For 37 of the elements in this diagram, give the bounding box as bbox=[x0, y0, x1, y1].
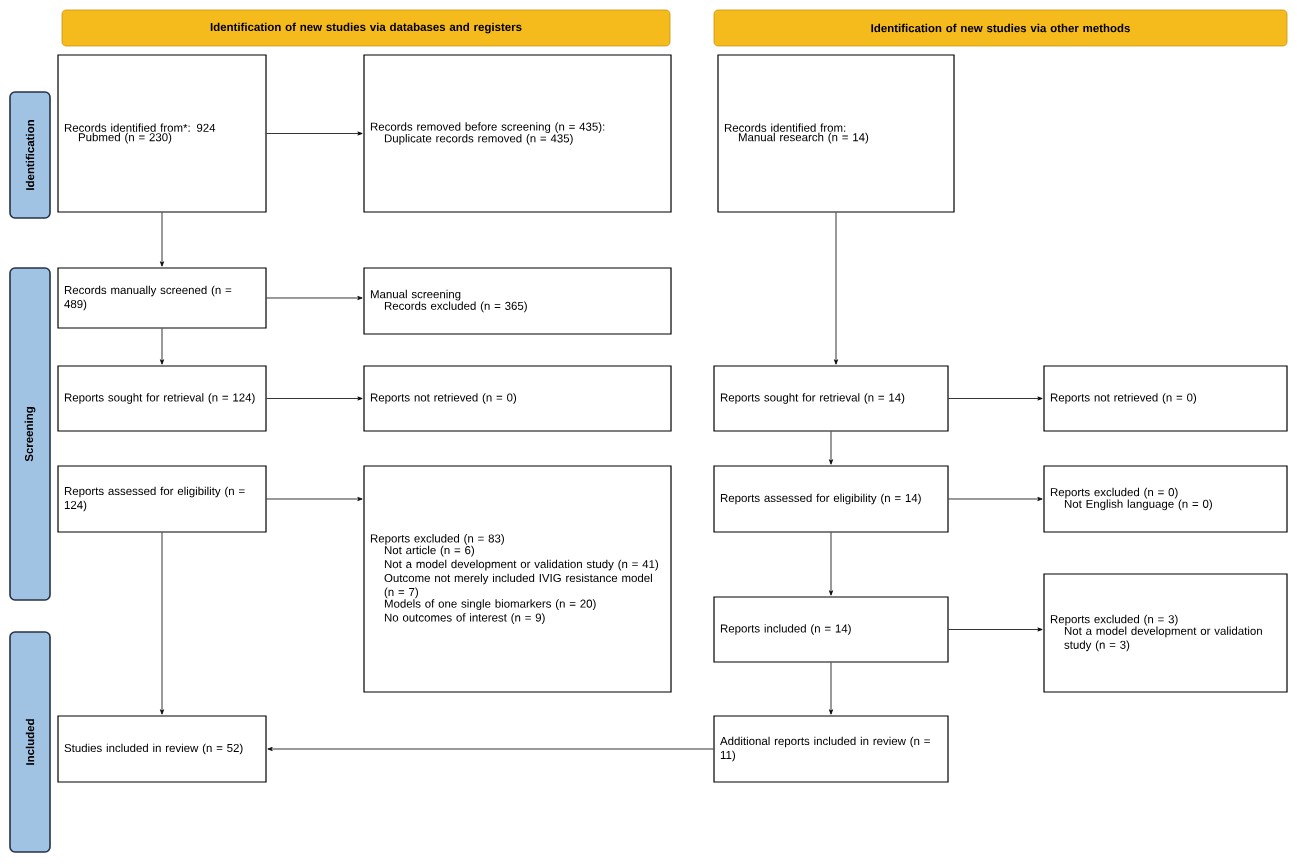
process-box: Records manually screened (n = 489) bbox=[57, 267, 267, 329]
phase-band: Screening bbox=[9, 267, 51, 601]
arrow bbox=[948, 497, 1043, 501]
process-box: Reports not retrieved (n = 0) bbox=[363, 365, 672, 432]
arrow bbox=[829, 431, 833, 465]
arrow bbox=[829, 532, 833, 596]
process-box: Reports assessed for eligibility (n = 14) bbox=[713, 465, 949, 533]
arrow bbox=[829, 662, 833, 715]
process-box: Reports assessed for eligibility (n = 124) bbox=[57, 465, 267, 533]
section-header: Identification of new studies via other methods bbox=[713, 9, 1288, 47]
process-box: Records identified from*: 924 Pubmed (n = 230) bbox=[57, 54, 267, 213]
process-box: Reports excluded (n = 83) Not article (n = 6) Not a model development or validation study (n = 41) Outcome not merely included IVIG resistance model (n = 7) Models of one single biomarkers (n = 20) No outcomes of interest (n = 9) bbox=[363, 465, 672, 693]
process-box: Manual screening Records excluded (n = 365) bbox=[363, 267, 672, 335]
process-box: Records identified from: Manual research (n = 14) bbox=[717, 54, 955, 213]
phase-band: Included bbox=[9, 631, 51, 853]
process-box: Reports included (n = 14) bbox=[713, 596, 949, 663]
process-box: Studies included in review (n = 52) bbox=[57, 715, 267, 783]
process-box: Reports not retrieved (n = 0) bbox=[1043, 365, 1288, 432]
arrow bbox=[266, 396, 363, 401]
arrow bbox=[834, 212, 838, 365]
process-box: Records removed before screening (n = 435): Duplicate records removed (n = 435) bbox=[363, 54, 672, 213]
arrow bbox=[267, 747, 714, 751]
process-box: Reports sought for retrieval (n = 14) bbox=[713, 365, 949, 432]
arrow bbox=[266, 131, 363, 136]
arrow bbox=[266, 497, 363, 501]
arrow bbox=[948, 627, 1043, 632]
arrow bbox=[948, 396, 1043, 401]
process-box: Reports excluded (n = 3) Not a model development or validation study (n = 3) bbox=[1043, 573, 1288, 693]
section-header: Identification of new studies via databases and registers bbox=[61, 9, 671, 47]
phase-band: Identification bbox=[9, 91, 51, 219]
arrow bbox=[160, 212, 164, 267]
arrow bbox=[266, 296, 363, 300]
process-box: Reports excluded (n = 0) Not English language (n = 0) bbox=[1043, 465, 1288, 533]
arrow bbox=[160, 532, 164, 715]
process-box: Reports sought for retrieval (n = 124) bbox=[57, 365, 267, 432]
arrow bbox=[160, 328, 164, 365]
process-box: Additional reports included in review (n = 11) bbox=[713, 715, 949, 783]
